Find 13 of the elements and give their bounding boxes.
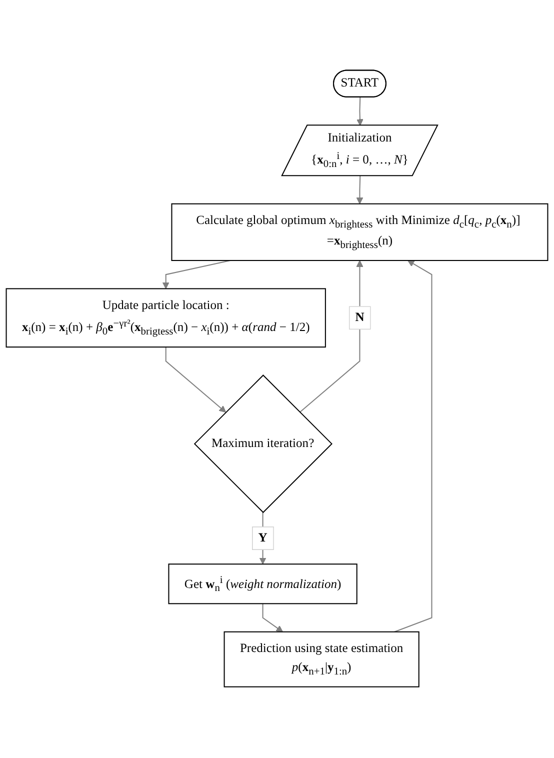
node-box: Get w$_{n}$$^{i}$ (weight normalization) (168, 564, 358, 605)
arrow (356, 176, 364, 205)
arrow (356, 98, 364, 126)
node-diamond: Maximum iteration? (194, 374, 332, 514)
node-box: Calculate global optimum x$_{brightess}$ with Minimize d$_{c}$[q$_{c}$, p$_{c}$(x$_{n}$)] =x$_{brightess}$(n) (171, 204, 548, 262)
node-box: Prediction using state estimation p(x$_{n+1}$|y$_{1:n}$) (224, 632, 420, 688)
edge-label: Y (258, 532, 268, 545)
node-box: Update particle location : x$_{i}$(n) = x$_{i}$(n) + β$_{0}$e$^{−γr²}$(x$_{brigtess}$(n) − x$_{i}$(n)) + α(rand − 1/2) (6, 288, 326, 348)
edge-label: N (355, 311, 364, 325)
arrow (394, 260, 432, 633)
arrow (262, 604, 284, 633)
arrow (299, 260, 364, 414)
arrow (165, 348, 226, 414)
